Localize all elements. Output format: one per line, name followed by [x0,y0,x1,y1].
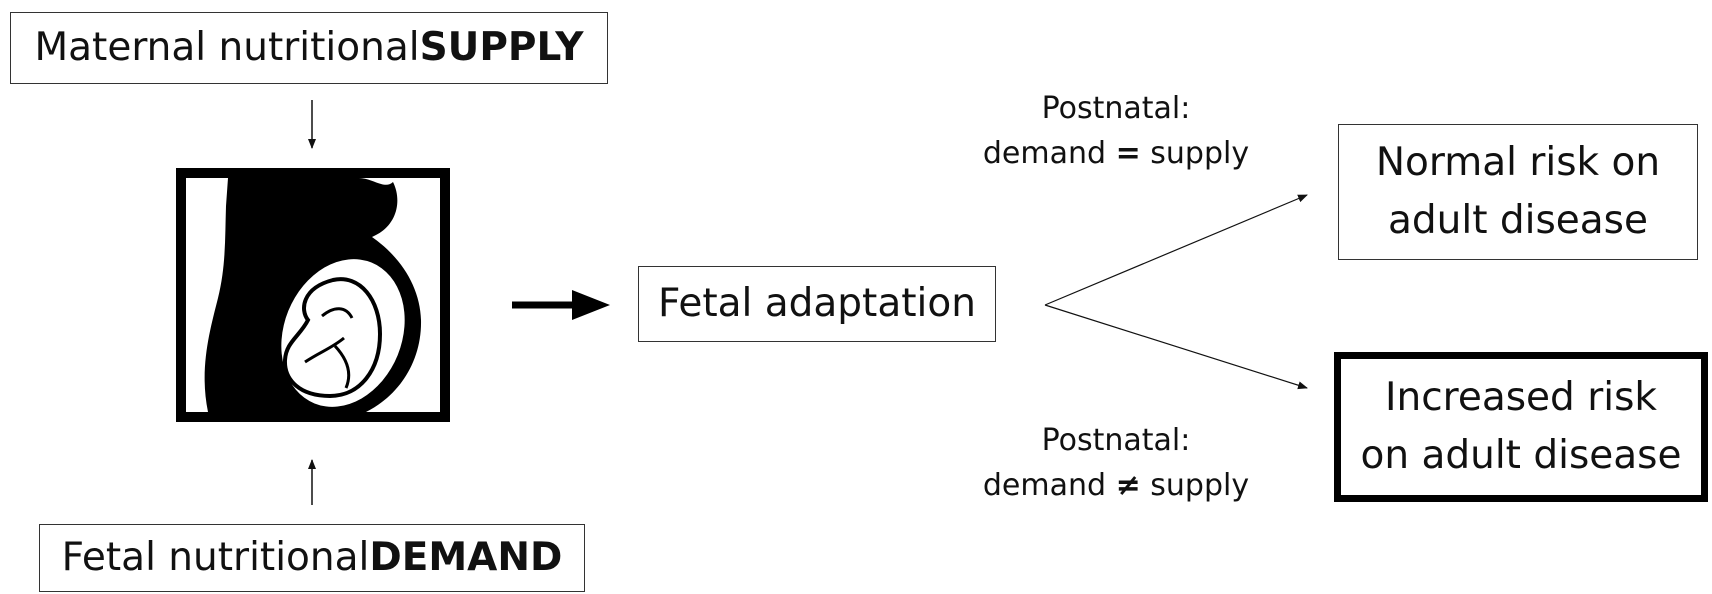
increased-risk-box: Increased risk on adult disease [1334,352,1708,502]
branch-down-arrow [1044,304,1308,390]
postnatal-equal-label: Postnatal: demand = supply [966,86,1266,176]
maternal-supply-text: Maternal nutritional [34,25,420,70]
pregnancy-icon [176,168,450,422]
postnatal-equal-title: Postnatal: [1041,91,1191,126]
normal-risk-line2: adult disease [1387,198,1648,243]
postnatal-unequal-relation: demand ≠ supply [982,468,1250,503]
increased-risk-line1: Increased risk [1385,375,1657,420]
normal-risk-line1: Normal risk on [1375,140,1661,185]
maternal-supply-box: Maternal nutritional SUPPLY [10,12,608,84]
maternal-supply-bold: SUPPLY [419,25,584,70]
increased-risk-line2: on adult disease [1360,433,1682,478]
postnatal-equal-relation: demand = supply [982,136,1250,171]
fetal-demand-bold: DEMAND [369,535,563,580]
fetal-adaptation-box: Fetal adaptation [638,266,996,342]
fetal-demand-box: Fetal nutritional DEMAND [39,524,585,592]
postnatal-unequal-title: Postnatal: [1041,423,1191,458]
fetal-adaptation-label: Fetal adaptation [658,281,976,326]
main-arrowhead [572,290,610,320]
postnatal-unequal-label: Postnatal: demand ≠ supply [966,418,1266,508]
normal-risk-box: Normal risk on adult disease [1338,124,1698,260]
branch-up-arrow [1044,194,1308,306]
fetal-demand-text: Fetal nutritional [61,535,370,580]
